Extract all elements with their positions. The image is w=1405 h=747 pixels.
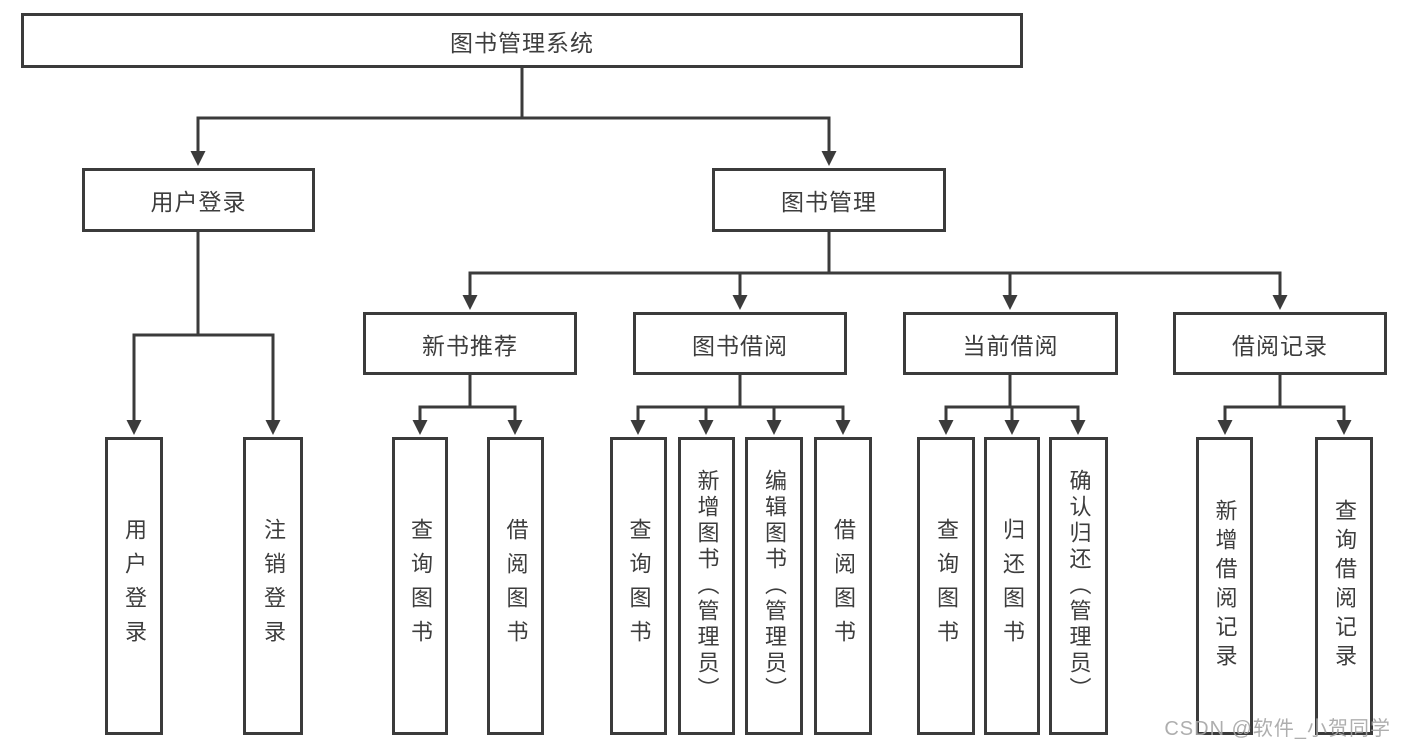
leaf-borrow-books-recommend: 借阅图书 <box>487 437 544 735</box>
leaf-logout: 注销登录 <box>243 437 303 735</box>
leaf-borrow-books-borrow-label: 借阅图书 <box>831 518 856 654</box>
node-root-label: 图书管理系统 <box>450 29 594 56</box>
node-user-login: 用户登录 <box>82 168 315 232</box>
leaf-return-books-label: 归还图书 <box>1000 518 1025 654</box>
leaf-add-borrow-record: 新增借阅记录 <box>1196 437 1253 735</box>
leaf-logout-label: 注销登录 <box>261 518 286 654</box>
leaf-borrow-books-recommend-label: 借阅图书 <box>503 518 529 654</box>
leaf-query-books-borrow: 查询图书 <box>610 437 667 735</box>
node-borrow-records: 借阅记录 <box>1173 312 1387 375</box>
leaf-add-borrow-record-label: 新增借阅记录 <box>1212 499 1238 673</box>
node-new-book-recommend-label: 新书推荐 <box>422 332 518 359</box>
leaf-return-books: 归还图书 <box>984 437 1040 735</box>
leaf-query-borrow-record-label: 查询借阅记录 <box>1332 499 1357 673</box>
leaf-confirm-return-admin-label: 确认归还（管理员） <box>1066 469 1092 703</box>
node-book-management: 图书管理 <box>712 168 946 232</box>
leaf-add-book-admin-label: 新增图书（管理员） <box>694 469 720 703</box>
node-current-borrow: 当前借阅 <box>903 312 1118 375</box>
leaf-query-books-borrow-label: 查询图书 <box>626 518 652 654</box>
leaf-query-books-recommend: 查询图书 <box>392 437 448 735</box>
node-current-borrow-label: 当前借阅 <box>962 332 1059 359</box>
node-new-book-recommend: 新书推荐 <box>363 312 577 375</box>
leaf-edit-book-admin-label: 编辑图书（管理员） <box>762 469 787 703</box>
node-book-borrow-label: 图书借阅 <box>692 332 788 359</box>
node-book-borrow: 图书借阅 <box>633 312 847 375</box>
leaf-confirm-return-admin: 确认归还（管理员） <box>1049 437 1108 735</box>
leaf-borrow-books-borrow: 借阅图书 <box>814 437 872 735</box>
node-book-management-label: 图书管理 <box>781 189 877 215</box>
leaf-query-books-current-label: 查询图书 <box>934 518 959 654</box>
node-borrow-records-label: 借阅记录 <box>1232 332 1328 359</box>
node-root-system: 图书管理系统 <box>21 13 1023 68</box>
leaf-edit-book-admin: 编辑图书（管理员） <box>745 437 803 735</box>
leaf-query-borrow-record: 查询借阅记录 <box>1315 437 1373 735</box>
leaf-query-books-current: 查询图书 <box>917 437 975 735</box>
leaf-user-login: 用户登录 <box>105 437 163 735</box>
leaf-add-book-admin: 新增图书（管理员） <box>678 437 735 735</box>
leaf-query-books-recommend-label: 查询图书 <box>408 518 433 654</box>
csdn-watermark: CSDN @软件_小贺同学 <box>1164 718 1391 740</box>
leaf-user-login-label: 用户登录 <box>122 518 147 654</box>
node-user-login-label: 用户登录 <box>150 189 247 215</box>
